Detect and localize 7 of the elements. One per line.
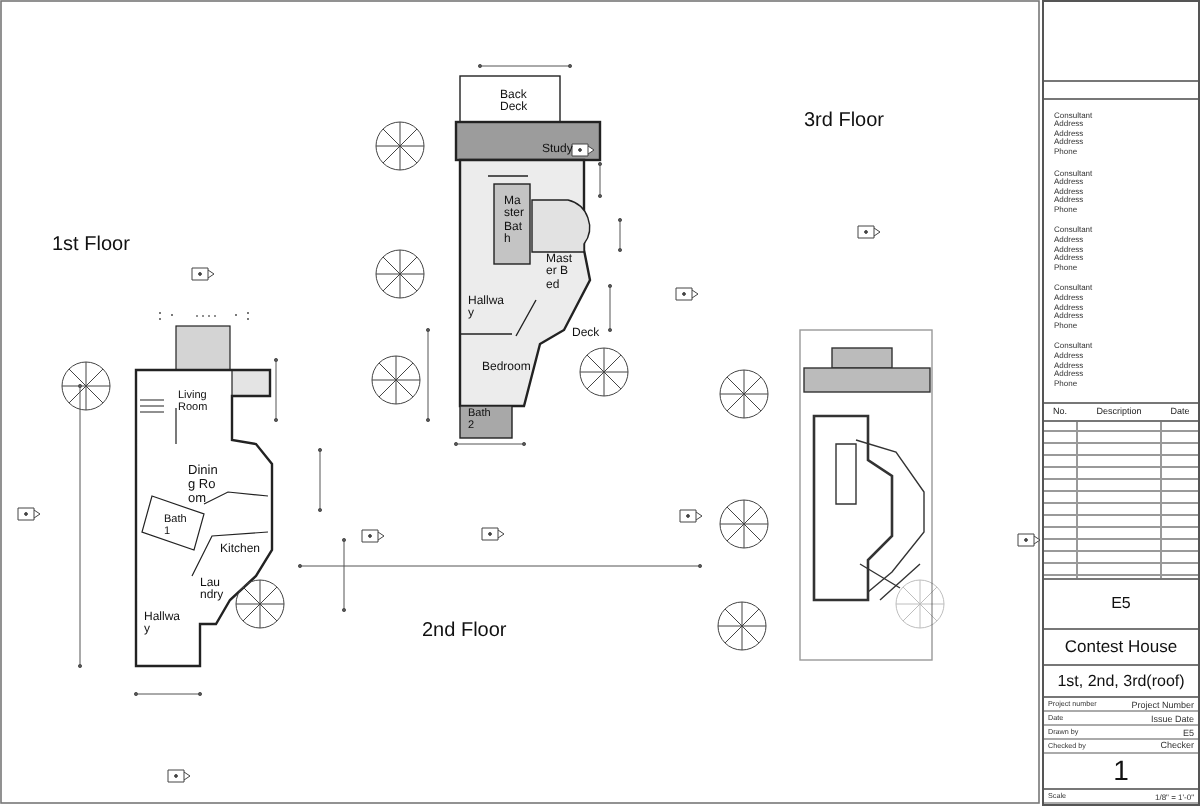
sheet-id: E5 <box>1111 594 1131 613</box>
project-name: Contest House <box>1064 636 1178 657</box>
floor-title: 3rd Floor <box>804 112 885 133</box>
floor-title: 1st Floor <box>52 236 130 257</box>
sheet-title: 1st, 2nd, 3rd(roof) <box>1057 672 1185 691</box>
sheet-number: 1 <box>1113 754 1129 787</box>
floor-title: 2nd Floor <box>422 622 507 643</box>
